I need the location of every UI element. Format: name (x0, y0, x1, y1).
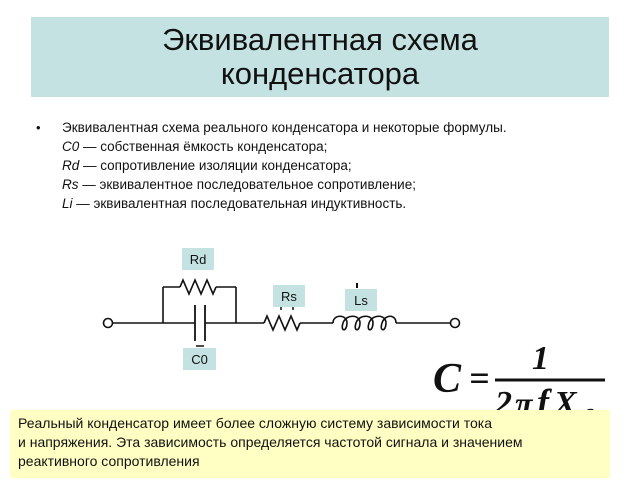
title-line-2: конденсатора (220, 56, 420, 91)
definition-text: — эквивалентное последовательное сопроти… (78, 177, 416, 192)
definition-text: — сопротивление изоляции конденсатора; (79, 158, 352, 173)
definition-li: Li — эквивалентная последовательная инду… (62, 194, 507, 213)
note-line-2: и напряжения. Эта зависимость определяет… (18, 434, 523, 450)
definition-symbol: Li (62, 196, 73, 211)
definition-symbol: Rs (62, 177, 79, 192)
bullet-intro: Эквивалентная схема реального конденсато… (62, 120, 507, 135)
note-line-3: реактивного сопротивления (18, 453, 200, 469)
title-line-1: Эквивалентная схема (162, 22, 478, 57)
bullet-marker: • (36, 120, 41, 135)
note-line-1: Реальный конденсатор имеет более сложную… (18, 415, 492, 431)
definition-rd: Rd — сопротивление изоляции конденсатора… (62, 156, 507, 175)
definition-text: — собственная ёмкость конденсатора; (79, 139, 328, 154)
bullet-text: Эквивалентная схема реального конденсато… (62, 118, 507, 213)
resistor-rd (179, 277, 217, 297)
definition-text: — эквивалентная последовательная индукти… (72, 196, 407, 211)
inductor-ls (332, 315, 397, 331)
label-c0: C0 (183, 348, 216, 370)
definition-symbol: Rd (62, 158, 80, 173)
resistor-rs (263, 313, 301, 333)
label-ls: Ls (345, 289, 377, 311)
formula-lhs: C (433, 356, 462, 402)
title-banner: Эквивалентная схема конденсатора (31, 17, 609, 97)
label-rs: Rs (273, 285, 305, 307)
right-terminal (449, 317, 461, 329)
definition-symbol: C0 (62, 139, 80, 154)
formula-equals: = (469, 358, 490, 398)
definition-rs: Rs — эквивалентное последовательное сопр… (62, 175, 507, 194)
formula-numerator: 1 (532, 340, 549, 377)
left-terminal (102, 317, 114, 329)
definition-c0: C0 — собственная ёмкость конденсатора; (62, 137, 507, 156)
label-rd: Rd (182, 248, 214, 270)
note-box: Реальный конденсатор имеет более сложную… (10, 410, 610, 478)
